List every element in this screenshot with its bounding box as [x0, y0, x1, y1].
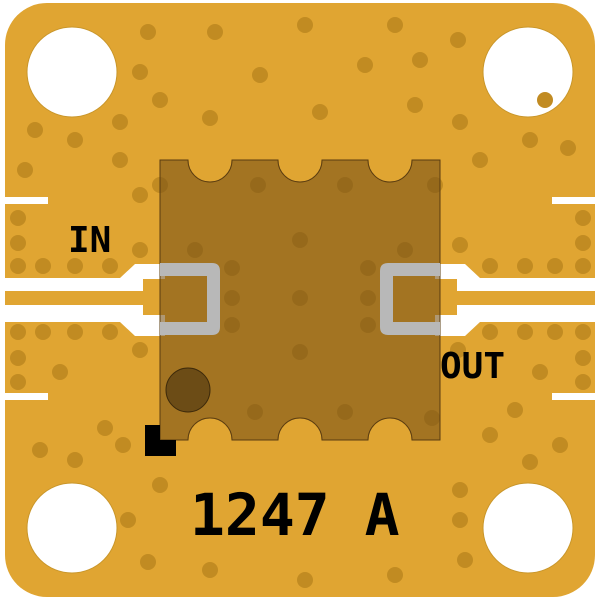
via	[552, 437, 568, 453]
via	[10, 258, 26, 274]
via	[202, 110, 218, 126]
output-label: OUT	[440, 346, 505, 387]
via	[10, 350, 26, 366]
orientation-marker	[145, 425, 176, 456]
via	[152, 477, 168, 493]
via	[560, 140, 576, 156]
via	[17, 162, 33, 178]
via	[575, 210, 591, 226]
via	[547, 324, 563, 340]
mounting-hole-bottom-right	[482, 482, 574, 574]
via	[132, 342, 148, 358]
via	[132, 64, 148, 80]
output-trace	[417, 279, 595, 315]
via	[450, 32, 466, 48]
pin1-indicator	[165, 367, 211, 413]
mounting-hole-bottom-left	[26, 482, 118, 574]
via	[52, 364, 68, 380]
via	[547, 258, 563, 274]
edge-slot	[552, 197, 595, 204]
via	[312, 104, 328, 120]
edge-slot	[552, 393, 595, 400]
part-number-label: 1247 A	[190, 481, 400, 549]
via	[575, 258, 591, 274]
via	[35, 324, 51, 340]
via	[482, 324, 498, 340]
via	[120, 512, 136, 528]
via	[252, 67, 268, 83]
via	[357, 57, 373, 73]
via	[387, 17, 403, 33]
via	[575, 374, 591, 390]
via	[67, 452, 83, 468]
via	[132, 187, 148, 203]
via	[472, 152, 488, 168]
via	[10, 324, 26, 340]
via	[575, 324, 591, 340]
via	[67, 132, 83, 148]
via	[297, 17, 313, 33]
via	[32, 442, 48, 458]
via	[67, 258, 83, 274]
via	[452, 114, 468, 130]
input-label: IN	[68, 220, 111, 261]
via	[457, 552, 473, 568]
via	[10, 235, 26, 251]
via	[575, 350, 591, 366]
input-trace	[5, 279, 183, 315]
via	[152, 92, 168, 108]
via	[482, 427, 498, 443]
via	[297, 572, 313, 588]
via	[202, 562, 218, 578]
via	[517, 324, 533, 340]
via-group	[10, 17, 591, 588]
via	[115, 437, 131, 453]
via	[450, 342, 466, 358]
edge-slot	[5, 393, 48, 400]
via	[112, 114, 128, 130]
via	[27, 122, 43, 138]
via	[132, 242, 148, 258]
via	[140, 24, 156, 40]
via	[522, 132, 538, 148]
via	[517, 258, 533, 274]
chip-package	[159, 159, 441, 441]
via	[522, 454, 538, 470]
edge-slot	[5, 197, 48, 204]
via	[452, 512, 468, 528]
via	[97, 420, 113, 436]
via	[112, 152, 128, 168]
via	[575, 235, 591, 251]
output-pad-outline	[380, 263, 440, 335]
via	[207, 24, 223, 40]
via	[102, 258, 118, 274]
via	[387, 567, 403, 583]
via	[507, 402, 523, 418]
via	[140, 554, 156, 570]
via	[35, 258, 51, 274]
via	[102, 324, 118, 340]
via	[452, 482, 468, 498]
via	[452, 237, 468, 253]
mounting-hole-top-left	[26, 26, 118, 118]
via	[407, 97, 423, 113]
mounting-hole-top-right	[482, 26, 574, 118]
via	[532, 364, 548, 380]
via	[482, 258, 498, 274]
via	[537, 92, 553, 108]
via	[10, 374, 26, 390]
via	[67, 324, 83, 340]
via	[10, 210, 26, 226]
input-pad-outline	[160, 263, 220, 335]
via	[412, 52, 428, 68]
